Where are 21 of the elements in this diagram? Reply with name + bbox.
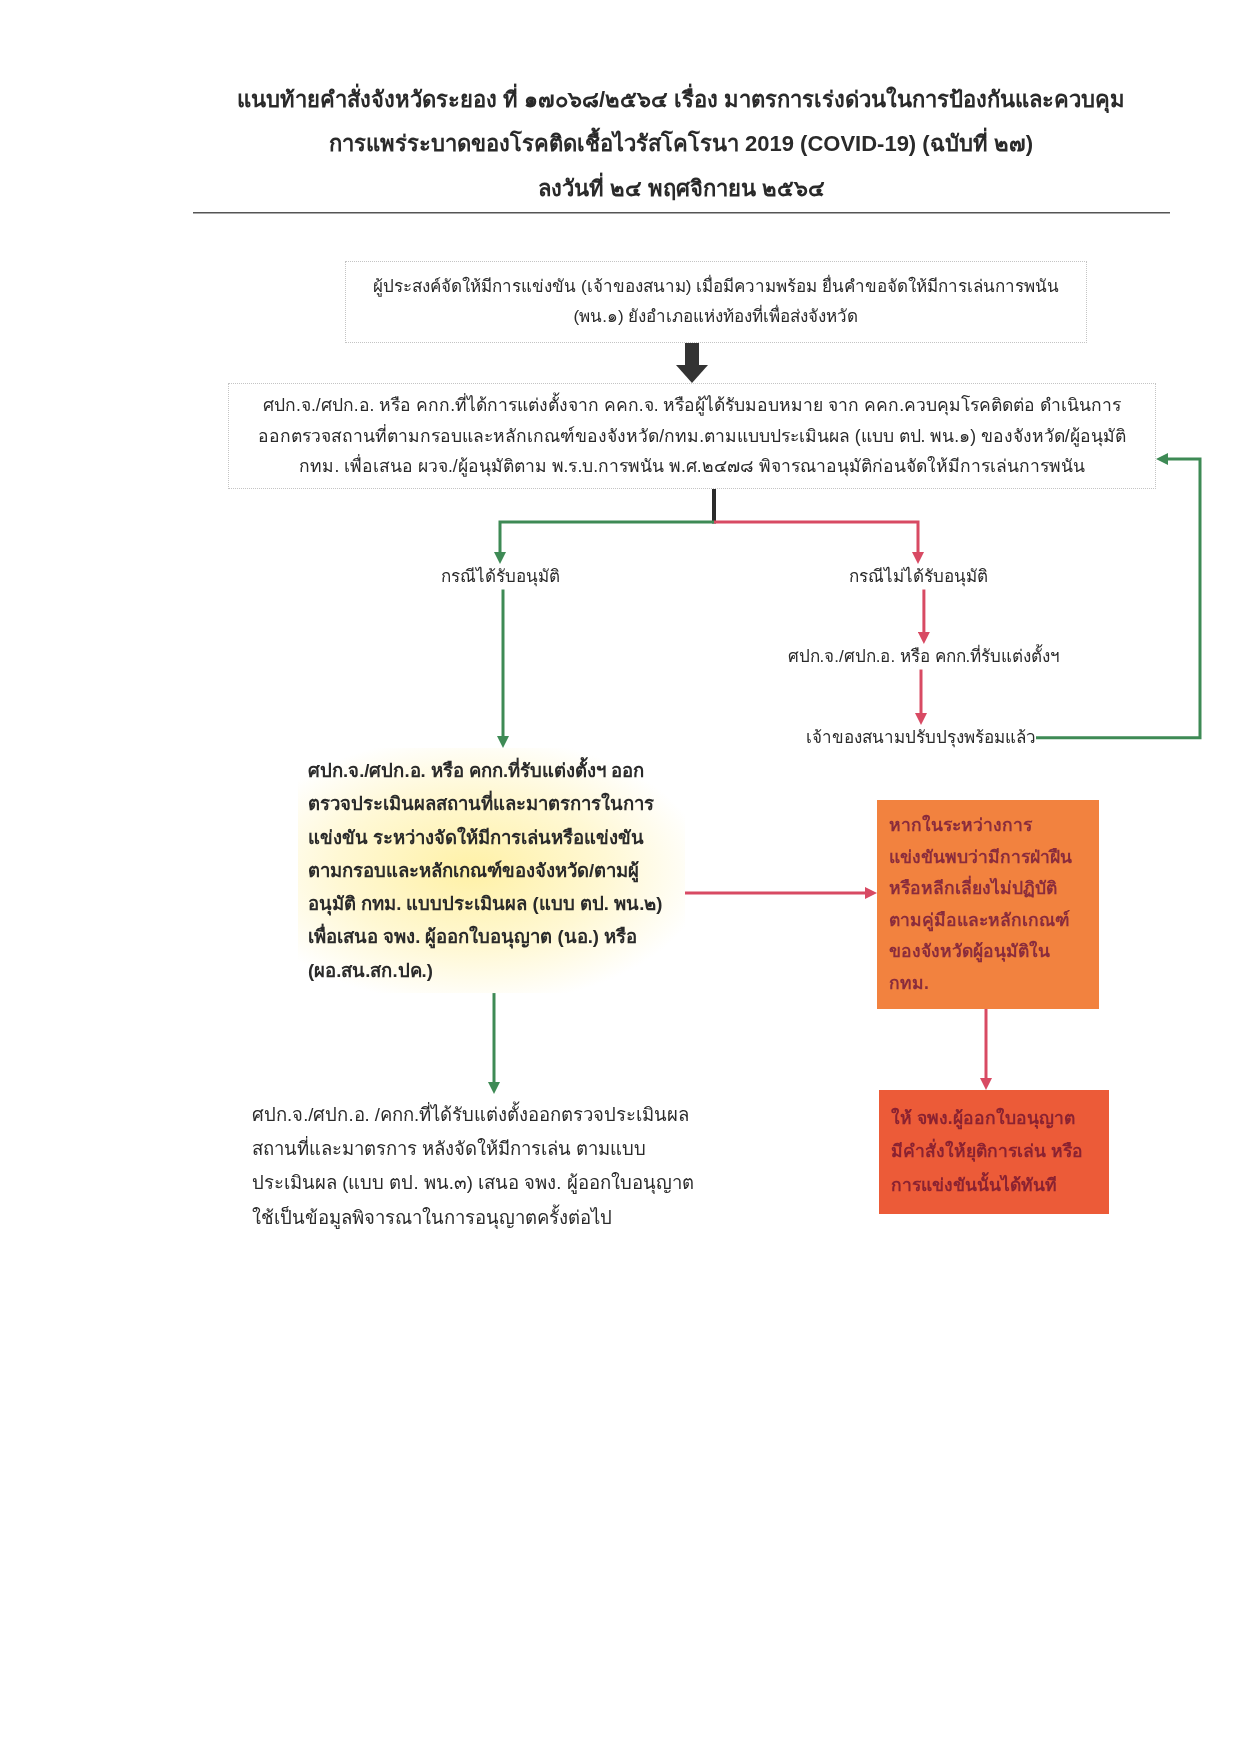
- arrow: [980, 1009, 992, 1090]
- process-box: ศปก.จ./ศปก.อ. หรือ คกก.ที่ได้การแต่งตั้งจาก คคก.จ. หรือผู้ได้รับมอบหมาย จาก คคก.ควบคุมโรคติดต่อ ดำเนินการออกตรวจสถานที่ตามกรอบและหลักเกณฑ์ของจังหวัด/กทม.ตามแบบประเมินผล (แบบ ตป. พน.๑) ของจังหวัด/ผู้อนุมัติ กทม. เพื่อเสนอ ผวจ./ผู้อนุมัติตาม พ.ร.บ.การพนัน พ.ศ.๒๔๗๘ พิจารณาอนุมัติก่อนจัดให้มีการเล่นการพนัน: [228, 383, 1156, 489]
- process-box: ผู้ประสงค์จัดให้มีการแข่งขัน (เจ้าของสนาม) เมื่อมีความพร้อม ยื่นคำขอจัดให้มีการเล่นการพนัน (พน.๑) ยังอำเภอแห่งท้องที่เพื่อส่งจังหวัด: [345, 261, 1087, 343]
- highlighted-step-text: ศปก.จ./ศปก.อ. หรือ คกก.ที่รับแต่งตั้งฯ ออกตรวจประเมินผลสถานที่และมาตรการในการแข่งขัน ระหว่างจัดให้มีการเล่นหรือแข่งขันตามกรอบและหลักเกณฑ์ของจังหวัด/ตามผู้อนุมัติ กทม. แบบประเมินผล (แบบ ตป. พน.๒) เพื่อเสนอ จพง. ผู้ออกใบอนุญาต (นอ.) หรือ (ผอ.สน.สก.ปค.): [298, 748, 685, 994]
- step-text: ศปก.จ./ศปก.อ. /คกก.ที่ได้รับแต่งตั้งออกตรวจประเมินผลสถานที่และมาตรการ หลังจัดให้มีการเล่น ตามแบบประเมินผล (แบบ ตป. พน.๓) เสนอ จพง. ผู้ออกใบอนุญาตใช้เป็นข้อมูลพิจารณาในการอนุญาตครั้งต่อไป: [248, 1094, 706, 1239]
- step-text: เจ้าของสนามปรับปรุงพร้อมแล้ว: [806, 725, 1036, 751]
- condition-text: กรณีได้รับอนุมัติ: [440, 564, 560, 590]
- arrow: [917, 589, 930, 644]
- warning-box: หากในระหว่างการแข่งขันพบว่ามีการฝ่าฝืนหรือหลีกเลี่ยงไม่ปฏิบัติตามคู่มือและหลักเกณฑ์ของจังหวัดผู้อนุมัติใน กทม.: [877, 800, 1099, 1009]
- arrow: [685, 887, 877, 899]
- arrow: [497, 589, 509, 748]
- arrow: [915, 669, 927, 725]
- action-box: ให้ จพง.ผู้ออกใบอนุญาต มีคำสั่งให้ยุติการเล่น หรือการแข่งขันนั้นได้ทันที: [879, 1090, 1109, 1214]
- arrow: [676, 342, 708, 383]
- arrow: [488, 993, 500, 1094]
- condition-text: กรณีไม่ได้รับอนุมัติ: [848, 564, 988, 590]
- date-heading: ลงวันที่ ๒๔ พฤศจิกายน ๒๕๖๔: [537, 172, 825, 205]
- arrow: [1036, 453, 1202, 740]
- arrow: [714, 520, 924, 564]
- step-text: ศปก.จ./ศปก.อ. หรือ คกก.ที่รับแต่งตั้งฯ: [787, 644, 1061, 670]
- title: แนบท้ายคำสั่งจังหวัดระยอง ที่ ๑๗๐๖๘/๒๕๖๔ เรื่อง มาตรการเร่งด่วนในการป้องกันและควบคุมการแพร่ระบาดของโรคติดเชื้อไวรัสโคโรนา 2019 (COVID-19) (ฉบับที่ ๒๗): [221, 78, 1141, 166]
